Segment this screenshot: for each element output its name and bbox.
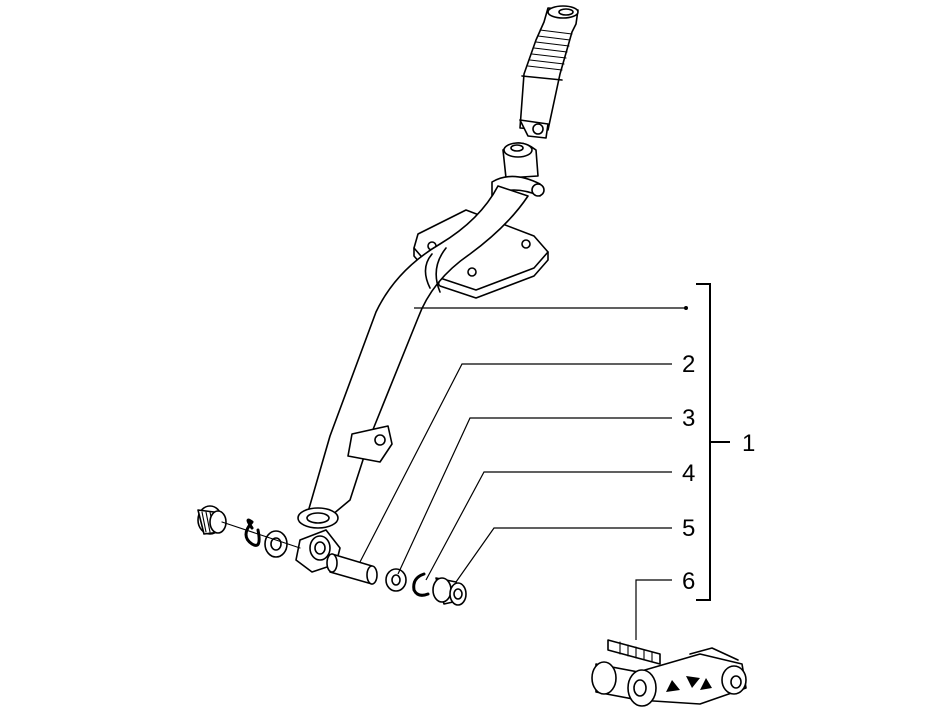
pin [326,553,378,585]
bent-tube-bracket [295,142,549,573]
washer [385,568,407,592]
group-bracket [696,283,711,601]
bushing [432,577,467,606]
left-circlip [244,518,261,547]
callout-4: 4 [682,460,695,487]
left-bushing [197,505,227,535]
circlip [412,572,430,597]
callout-1: 1 [742,430,755,457]
lever [591,639,747,707]
callout-5: 5 [682,515,695,542]
upper-spline-shaft [519,5,579,139]
axis-line [221,521,301,549]
left-washer [264,530,288,558]
callout-3: 3 [682,405,695,432]
leader-lines [359,306,688,640]
callout-6: 6 [682,568,695,595]
callout-2: 2 [682,351,695,378]
